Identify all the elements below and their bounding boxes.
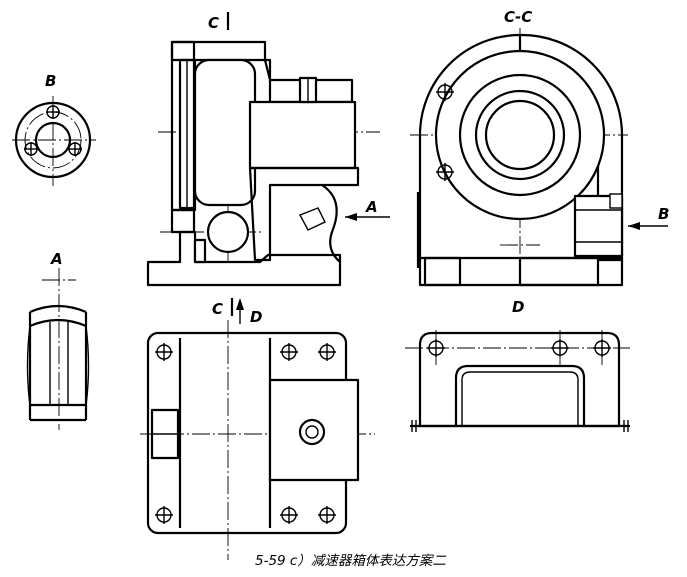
bolt-hole-icon <box>155 506 173 524</box>
bore-circle <box>34 121 72 159</box>
label-arrow-d: D <box>250 308 262 326</box>
bolt-hole-icon <box>593 339 611 357</box>
section-cc-view <box>410 28 668 287</box>
bolt-hole-icon <box>280 343 298 361</box>
bolt-hole-icon <box>24 142 38 156</box>
upper-edge <box>29 304 87 314</box>
bolt-hole-icon <box>68 142 82 156</box>
bolt-hole-icon <box>318 343 336 361</box>
top-view <box>140 298 375 560</box>
section-c-view <box>146 12 390 287</box>
bolt-hole-icon <box>280 506 298 524</box>
label-section-cc: C-C <box>504 8 532 26</box>
boss-hole-icon <box>298 418 326 446</box>
view-b <box>12 96 96 186</box>
bolt-hole-icon <box>318 506 336 524</box>
bolt-hole-icon <box>155 343 173 361</box>
label-view-a: A <box>50 250 63 268</box>
label-arrow-a: A <box>365 198 378 216</box>
boss-outline <box>268 378 360 482</box>
bolt-hole-icon <box>46 105 60 119</box>
d-outline <box>418 331 621 428</box>
base-plate <box>146 230 342 287</box>
drain-hole <box>206 210 250 254</box>
label-arrow-b: B <box>658 205 669 223</box>
bearing-boss <box>248 100 357 170</box>
bolt-hole-icon <box>436 163 454 181</box>
inner-cavity <box>193 58 257 207</box>
bolt-hole-icon <box>436 83 454 101</box>
figure-caption: 5-59 c）减速器箱体表达方案二 <box>255 553 446 569</box>
flange-outline <box>14 101 92 179</box>
view-a <box>26 268 90 430</box>
label-view-b: B <box>45 72 56 90</box>
bolt-hole-icon <box>427 339 445 357</box>
label-section-c-top: C <box>212 300 223 318</box>
bolt-hole-icon <box>551 339 569 357</box>
label-view-d: D <box>512 298 524 316</box>
view-d <box>405 330 630 432</box>
label-section-c: C <box>208 14 219 32</box>
